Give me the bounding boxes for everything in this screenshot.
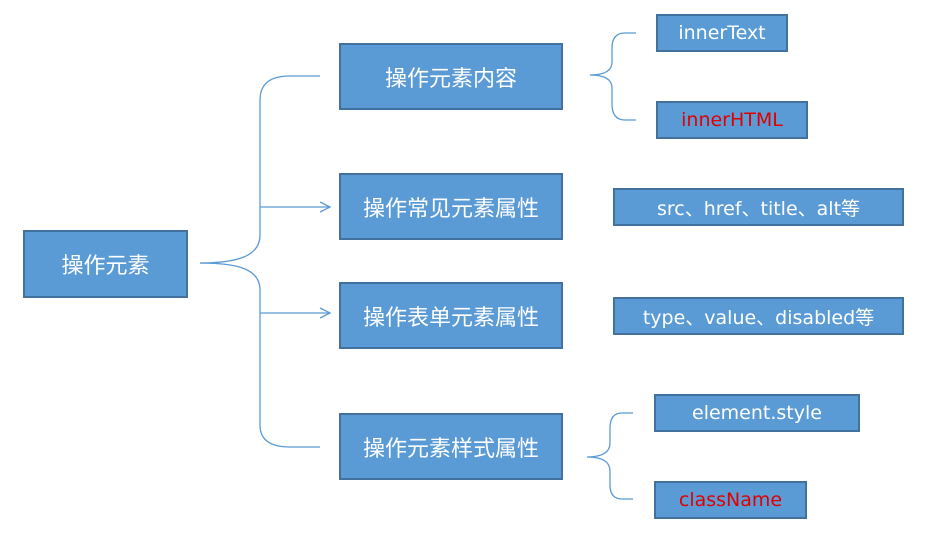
category-common-attributes: 操作常见元素属性 — [339, 173, 563, 240]
leaf-innertext: innerText — [656, 14, 788, 52]
leaf-classname-label: className — [678, 489, 783, 511]
root-brace-lower — [199, 262, 320, 448]
category-common-attributes-label: 操作常见元素属性 — [362, 196, 539, 222]
category-style-attributes-label: 操作元素样式属性 — [362, 436, 539, 462]
root-node: 操作元素 — [23, 230, 188, 298]
category-form-attributes: 操作表单元素属性 — [339, 282, 563, 349]
root-brace — [199, 75, 320, 264]
leaf-common-attributes-label: src、href、title、alt等 — [656, 197, 861, 220]
category-form-attributes-label: 操作表单元素属性 — [362, 305, 539, 331]
leaf-innerhtml-label: innerHTML — [681, 109, 783, 131]
leaf-common-attributes: src、href、title、alt等 — [613, 188, 904, 226]
style-brace — [586, 412, 633, 500]
leaf-element-style-label: element.style — [692, 402, 822, 424]
leaf-form-attributes: type、value、disabled等 — [613, 297, 904, 335]
leaf-innerhtml: innerHTML — [656, 101, 808, 139]
root-node-label: 操作元素 — [61, 254, 150, 279]
leaf-classname: className — [654, 481, 807, 519]
category-element-content-label: 操作元素内容 — [384, 66, 517, 92]
category-element-content: 操作元素内容 — [339, 43, 563, 110]
leaf-innertext-label: innerText — [678, 22, 766, 44]
leaf-form-attributes-label: type、value、disabled等 — [642, 306, 875, 329]
category-style-attributes: 操作元素样式属性 — [339, 413, 563, 480]
content-brace — [589, 32, 636, 121]
leaf-element-style: element.style — [654, 394, 860, 432]
